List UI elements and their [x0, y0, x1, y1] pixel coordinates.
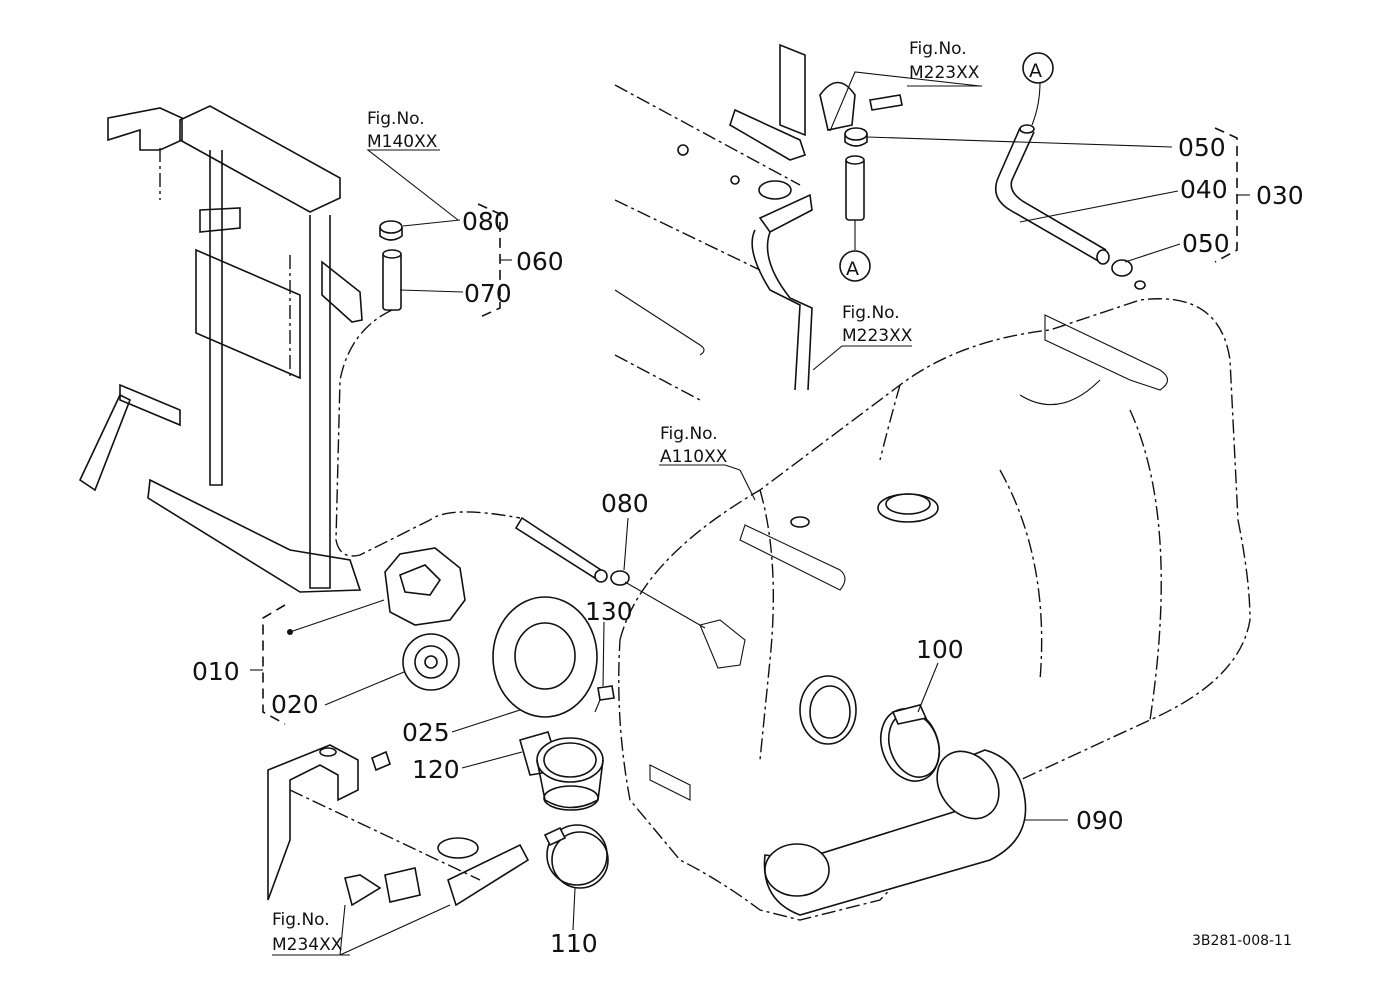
hose-mid: [514, 516, 630, 586]
callout-110: 110: [550, 929, 598, 958]
fuel-line-to-tank: [624, 581, 706, 629]
svg-text:Fig.No.: Fig.No.: [842, 303, 900, 323]
svg-text:Fig.No.: Fig.No.: [909, 39, 967, 59]
callout-040: 040: [1180, 175, 1228, 204]
svg-text:M223XX: M223XX: [842, 326, 913, 346]
frame-bracket-m140: [78, 105, 363, 593]
clamp-100: [880, 704, 941, 782]
svg-text:M223XX: M223XX: [909, 63, 980, 83]
leader-dot: [287, 629, 293, 635]
bracket-m234: [267, 744, 530, 907]
group-brackets: [250, 127, 1250, 725]
connector-a-top-circle: [1022, 52, 1054, 84]
svg-text:A110XX: A110XX: [660, 447, 728, 467]
hose-090: [763, 749, 1027, 916]
connector-a-bottom-circle: [839, 250, 871, 282]
drawing-code: 3B281-008-11: [1192, 933, 1292, 949]
figure-reference-m140: Fig.No. M140XX: [367, 109, 438, 152]
hose-040: [994, 52, 1146, 290]
callout-090: 090: [1076, 806, 1124, 835]
bolt-130: [594, 685, 615, 713]
callout-030: 030: [1256, 181, 1304, 210]
connector-a-bottom: A: [846, 258, 859, 280]
svg-text:M140XX: M140XX: [367, 132, 438, 152]
callout-050-bottom: 050: [1182, 229, 1230, 258]
callout-060: 060: [516, 247, 564, 276]
clip-hose-060: [379, 220, 403, 311]
figure-reference-a110: Fig.No. A110XX: [660, 424, 728, 467]
svg-text:Fig.No.: Fig.No.: [660, 424, 718, 444]
clamp-110: [543, 824, 609, 889]
frame-panel-m223: [614, 43, 903, 401]
leader-lines: [272, 71, 1181, 956]
figure-reference-m234: Fig.No. M234XX: [272, 910, 343, 955]
callout-020: 020: [271, 690, 319, 719]
connector-a-top: A: [1029, 60, 1042, 82]
figure-reference-m223-top: Fig.No. M223XX: [907, 39, 982, 87]
svg-text:Fig.No.: Fig.No.: [367, 109, 425, 129]
callout-080-top: 080: [462, 207, 510, 236]
filler-neck-120: [519, 731, 604, 811]
callout-120: 120: [412, 755, 460, 784]
callout-025: 025: [402, 718, 450, 747]
callout-010: 010: [192, 657, 240, 686]
cap-010: [384, 547, 466, 626]
clip-hose-top: [839, 127, 871, 282]
fuel-line-path: [335, 309, 521, 557]
svg-text:Fig.No.: Fig.No.: [272, 910, 330, 930]
fuel-tank-a110: [618, 298, 1251, 921]
callout-130: 130: [585, 597, 633, 626]
gasket-025: [492, 596, 598, 718]
svg-text:M234XX: M234XX: [272, 935, 343, 955]
callout-070: 070: [464, 279, 512, 308]
figure-reference-m223-mid: Fig.No. M223XX: [842, 303, 913, 346]
callout-100: 100: [916, 635, 964, 664]
ring-020: [402, 633, 460, 691]
callout-080-mid: 080: [601, 489, 649, 518]
callout-050-top: 050: [1178, 133, 1226, 162]
